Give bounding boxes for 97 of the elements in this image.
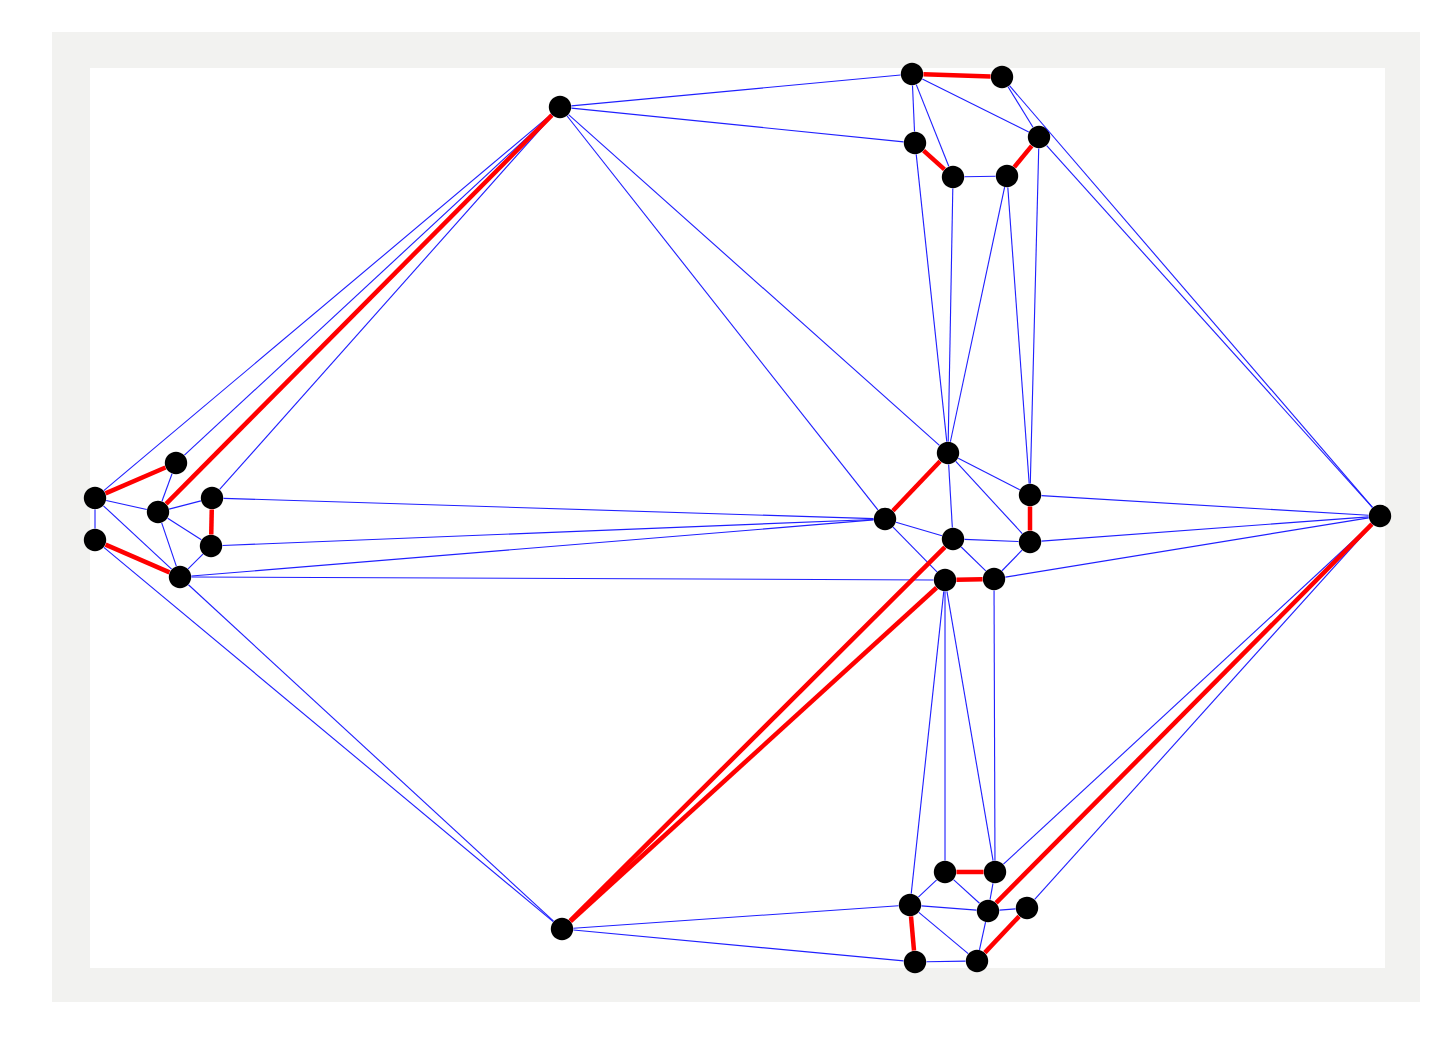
graph-vertex: [982, 567, 1006, 591]
graph-edge: [960, 546, 987, 572]
graph-edge: [102, 505, 173, 570]
graph-edge: [104, 465, 167, 496]
graph-edge: [922, 148, 946, 171]
graph-vertex: [1018, 530, 1042, 554]
graph-vertex: [941, 527, 965, 551]
graph-vertex: [548, 95, 572, 119]
graph-vertex: [146, 500, 170, 524]
graph-edge: [222, 497, 875, 520]
graph-vertex: [990, 65, 1014, 89]
graph-edge: [917, 879, 938, 898]
graph-edge: [568, 114, 940, 446]
graph-vertex: [1015, 896, 1039, 920]
graph-edge: [948, 463, 953, 529]
graph-edge: [892, 526, 938, 573]
graph-vertex: [83, 528, 107, 552]
graph-edge: [209, 509, 214, 535]
graph-vertex: [983, 860, 1007, 884]
graph-edge: [921, 78, 1030, 133]
graph-edge: [915, 153, 948, 443]
graph-edge: [570, 74, 902, 107]
graph-edge: [993, 589, 996, 862]
graph-vertex: [933, 860, 957, 884]
graph-edge: [918, 911, 969, 955]
graph-edge: [1012, 144, 1034, 169]
graph-edge: [956, 869, 984, 875]
graph-edge: [1046, 144, 1373, 508]
graph-vertex: [550, 917, 574, 941]
graph-edge: [566, 115, 879, 511]
graph-edge: [161, 473, 173, 502]
graph-vertex: [936, 441, 960, 465]
graph-vertex: [1027, 125, 1051, 149]
graph-edge: [187, 584, 555, 922]
graph-edge: [187, 553, 204, 570]
graph-edge: [190, 519, 875, 577]
graph-edge: [978, 921, 987, 951]
graph-edge: [103, 546, 554, 923]
graph-edge: [910, 590, 945, 895]
graph-edge: [164, 113, 554, 506]
graph-vertex: [903, 950, 927, 974]
graph-edge: [1004, 517, 1370, 578]
graph-edge: [1008, 85, 1374, 508]
graph-vertex: [976, 899, 1000, 923]
graph-edge: [920, 905, 978, 911]
graph-vertex: [941, 165, 965, 189]
graph-edge: [955, 460, 1023, 535]
graph-vertex: [898, 893, 922, 917]
graph-vertex: [903, 131, 927, 155]
graph-edge: [925, 960, 967, 963]
graph-vertex: [933, 568, 957, 592]
graph-edge: [572, 929, 905, 962]
graph-edge: [190, 576, 935, 581]
graph-edge: [963, 175, 997, 178]
graph-vertex: [83, 486, 107, 510]
graph-edge: [105, 499, 148, 511]
graph-edge: [923, 72, 991, 79]
graph-edge: [952, 879, 981, 904]
graph-edge: [956, 576, 983, 582]
graph-edge: [957, 457, 1021, 491]
graph-edge: [1007, 86, 1034, 128]
graph-edge: [989, 882, 994, 901]
graph-edge: [1001, 549, 1023, 572]
graph-edge: [908, 916, 917, 951]
graph-edge: [94, 508, 96, 530]
graph-edge: [104, 542, 171, 575]
graph-edge: [167, 517, 202, 541]
graph-edge: [998, 908, 1017, 911]
graph-edge: [1040, 516, 1370, 542]
graph-edge: [570, 107, 905, 143]
graph-edge: [1040, 495, 1370, 516]
graph-edge: [168, 500, 202, 510]
graph-vertex: [200, 486, 224, 510]
graph-edge: [915, 84, 950, 167]
graph-vertex: [164, 451, 188, 475]
graph-edge: [1007, 186, 1030, 485]
graph-edge: [949, 186, 1006, 443]
graph-edge: [911, 84, 916, 133]
graph-vertex: [965, 949, 989, 973]
graph-vertex: [168, 565, 192, 589]
graph-vertex: [900, 62, 924, 86]
graph-edge: [572, 905, 900, 929]
graph-vertex: [1368, 504, 1392, 528]
graph-edge: [944, 590, 946, 862]
graph-edge: [946, 590, 994, 862]
graph-edge: [891, 459, 942, 513]
graph-edge: [1027, 506, 1033, 531]
graph-vertex: [995, 164, 1019, 188]
graph-edge: [1029, 147, 1040, 485]
graph-vertex: [1018, 483, 1042, 507]
graph-vertex: [873, 507, 897, 531]
graph-edge: [947, 187, 954, 443]
graph-edge: [983, 914, 1021, 955]
graph-edge: [895, 521, 943, 537]
graph-edge: [963, 538, 1020, 543]
graph-vertex: [199, 534, 223, 558]
graph-edge: [161, 522, 177, 567]
